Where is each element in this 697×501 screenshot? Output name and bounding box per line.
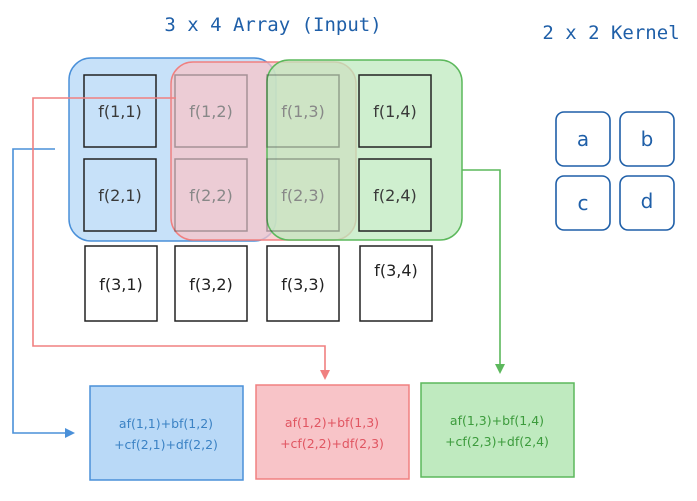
input-cell: f(2,2): [174, 158, 248, 232]
input-cell: f(3,1): [84, 245, 158, 322]
kernel-cell: b: [619, 111, 675, 167]
svg-text:f(1,1): f(1,1): [98, 102, 142, 121]
arrow-red: [32, 97, 330, 380]
output-box-green: af(1,3)+bf(1,4) +cf(2,3)+df(2,4): [420, 382, 575, 478]
svg-text:+cf(2,2)+df(2,3): +cf(2,2)+df(2,3): [280, 436, 384, 451]
svg-text:f(2,1): f(2,1): [98, 186, 142, 205]
svg-text:f(3,1): f(3,1): [99, 275, 143, 294]
svg-text:af(1,3)+bf(1,4): af(1,3)+bf(1,4): [450, 413, 544, 428]
input-cell: f(1,4): [358, 74, 432, 148]
svg-text:+cf(2,3)+df(2,4): +cf(2,3)+df(2,4): [445, 434, 549, 449]
output-box-blue: af(1,1)+bf(1,2) +cf(2,1)+df(2,2): [89, 385, 244, 481]
svg-text:af(1,1)+bf(1,2): af(1,1)+bf(1,2): [119, 416, 213, 431]
input-cell: f(1,2): [174, 74, 248, 148]
input-grid: f(1,1) f(1,2) f(1,3) f(1,4) f(2,1) f(2,2…: [83, 74, 433, 322]
svg-text:+cf(2,1)+df(2,2): +cf(2,1)+df(2,2): [114, 437, 218, 452]
kernel-title: 2 x 2 Kernel: [542, 22, 679, 44]
arrow-green: [462, 169, 505, 374]
svg-text:f(2,3): f(2,3): [281, 186, 325, 205]
kernel-cell: c: [555, 175, 611, 231]
svg-text:b: b: [641, 127, 654, 151]
svg-text:f(3,4): f(3,4): [374, 261, 418, 280]
svg-text:f(1,2): f(1,2): [189, 102, 233, 121]
input-cell: f(3,2): [174, 245, 248, 322]
svg-text:f(3,2): f(3,2): [189, 275, 233, 294]
svg-text:f(2,4): f(2,4): [373, 186, 417, 205]
input-cell: f(3,4): [359, 245, 433, 322]
output-box-red: af(1,2)+bf(1,3) +cf(2,2)+df(2,3): [255, 384, 410, 480]
input-cell: f(2,1): [83, 158, 157, 232]
svg-text:f(3,3): f(3,3): [281, 275, 325, 294]
input-cell: f(3,3): [266, 245, 340, 322]
window-overlay-green: [266, 59, 463, 241]
kernel-cell: a: [555, 111, 611, 167]
svg-text:af(1,2)+bf(1,3): af(1,2)+bf(1,3): [285, 415, 379, 430]
svg-text:d: d: [641, 189, 654, 213]
svg-text:c: c: [578, 191, 589, 215]
arrow-blue: [12, 148, 75, 438]
kernel-cell: d: [619, 175, 675, 231]
input-cell: f(2,3): [266, 158, 340, 232]
input-cell: f(2,4): [358, 158, 432, 232]
input-array-title: 3 x 4 Array (Input): [164, 14, 381, 36]
svg-text:f(1,4): f(1,4): [373, 102, 417, 121]
svg-text:f(2,2): f(2,2): [189, 186, 233, 205]
svg-text:a: a: [577, 127, 589, 151]
svg-text:f(1,3): f(1,3): [281, 102, 325, 121]
input-cell: f(1,3): [266, 74, 340, 148]
kernel-grid: a b c d: [555, 111, 675, 231]
input-cell: f(1,1): [83, 74, 157, 148]
